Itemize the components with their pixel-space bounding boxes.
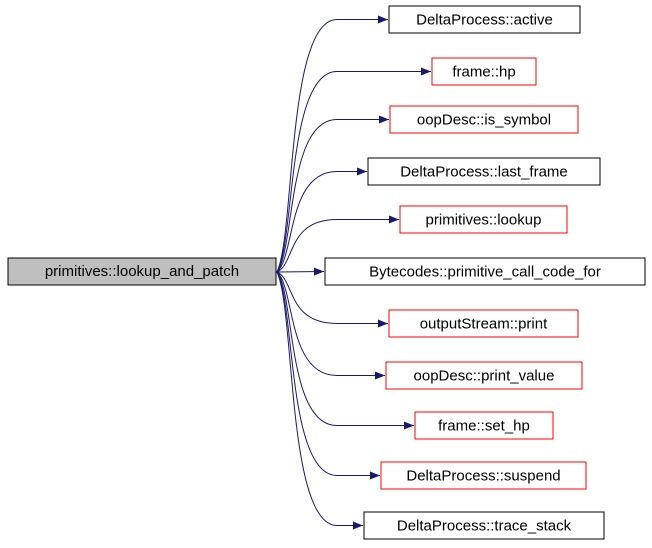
callee-node-label: oopDesc::is_symbol bbox=[417, 111, 551, 128]
edge-to-primitives-lookup bbox=[276, 215, 399, 273]
callee-node-deltaprocess-active[interactable]: DeltaProcess::active bbox=[388, 5, 581, 34]
callee-node-label: DeltaProcess::trace_stack bbox=[397, 517, 572, 534]
callee-node-box bbox=[431, 57, 537, 86]
callee-node-frame-hp[interactable]: frame::hp bbox=[431, 57, 537, 86]
edge-to-bytecodes-primitive-call-code-for bbox=[276, 267, 325, 276]
callee-node-frame-set-hp[interactable]: frame::set_hp bbox=[414, 411, 554, 440]
callee-node-box bbox=[399, 205, 568, 234]
callee-node-label: DeltaProcess::active bbox=[416, 11, 553, 28]
callee-node-box bbox=[367, 157, 601, 186]
callee-node-label: DeltaProcess::suspend bbox=[406, 467, 560, 484]
callee-node-box bbox=[324, 257, 646, 286]
callee-node-deltaprocess-suspend[interactable]: DeltaProcess::suspend bbox=[380, 461, 587, 490]
callee-node-primitives-lookup[interactable]: primitives::lookup bbox=[399, 205, 568, 234]
edge-to-frame-set-hp bbox=[276, 271, 414, 430]
edge-to-outputstream-print bbox=[276, 271, 388, 328]
callee-node-label: frame::hp bbox=[452, 63, 515, 80]
callee-node-box bbox=[380, 461, 587, 490]
callee-node-deltaprocess-last-frame[interactable]: DeltaProcess::last_frame bbox=[367, 157, 601, 186]
callee-node-oopdesc-is-symbol[interactable]: oopDesc::is_symbol bbox=[389, 105, 579, 134]
callee-node-label: frame::set_hp bbox=[438, 417, 530, 434]
call-edges bbox=[276, 15, 431, 530]
edge-to-deltaprocess-last-frame bbox=[276, 167, 367, 273]
edge-to-oopdesc-print-value bbox=[276, 271, 385, 380]
callee-node-bytecodes-primitive-call-code-for[interactable]: Bytecodes::primitive_call_code_for bbox=[324, 257, 646, 286]
root-node[interactable]: primitives::lookup_and_patch bbox=[7, 257, 277, 286]
root-node-label: primitives::lookup_and_patch bbox=[45, 263, 239, 280]
callee-node-box bbox=[388, 309, 579, 338]
call-nodes: primitives::lookup_and_patch DeltaProces… bbox=[7, 5, 646, 540]
callee-node-label: oopDesc::print_value bbox=[414, 367, 555, 384]
callee-node-box bbox=[385, 361, 583, 390]
edge-to-deltaprocess-suspend bbox=[276, 271, 380, 480]
callee-node-box bbox=[414, 411, 554, 440]
callee-node-label: primitives::lookup bbox=[426, 211, 542, 228]
callee-node-box bbox=[388, 5, 581, 34]
callee-node-label: DeltaProcess::last_frame bbox=[400, 163, 568, 180]
callee-node-box bbox=[363, 511, 605, 540]
callee-node-oopdesc-print-value[interactable]: oopDesc::print_value bbox=[385, 361, 583, 390]
callee-node-box bbox=[389, 105, 579, 134]
callee-node-deltaprocess-trace-stack[interactable]: DeltaProcess::trace_stack bbox=[363, 511, 605, 540]
root-node-box bbox=[7, 257, 277, 286]
edge-to-frame-hp bbox=[276, 67, 431, 273]
edge-to-deltaprocess-active bbox=[276, 15, 388, 273]
edge-to-oopdesc-is-symbol bbox=[276, 115, 389, 273]
edge-to-deltaprocess-trace-stack bbox=[276, 271, 363, 530]
callee-node-outputstream-print[interactable]: outputStream::print bbox=[388, 309, 579, 338]
callee-node-label: outputStream::print bbox=[420, 315, 548, 332]
callee-node-label: Bytecodes::primitive_call_code_for bbox=[369, 263, 601, 280]
